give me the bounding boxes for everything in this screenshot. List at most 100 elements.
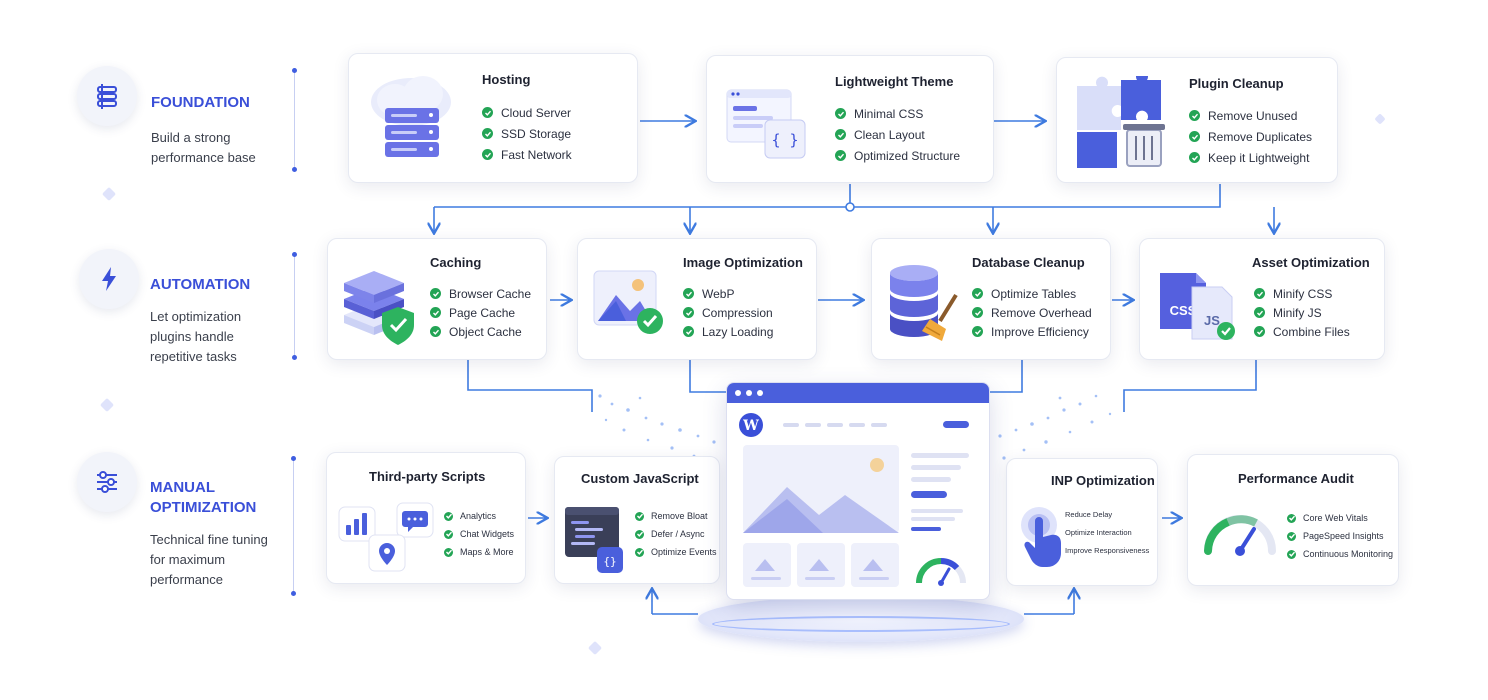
list-item-label: Chat Widgets (460, 529, 515, 539)
inp-optimization-title: INP Optimization (1051, 473, 1155, 488)
browser-titlebar (727, 383, 989, 403)
automation-desc-line: Let optimization (150, 309, 242, 324)
database-cleanup-card: Database Cleanup Optimize Tables Remove … (871, 238, 1111, 360)
automation-stage-icon (79, 249, 139, 309)
caching-card: Caching Browser Cache Page Cache Object … (327, 238, 547, 360)
list-item: Minify JS (1254, 303, 1350, 322)
list-item: Clean Layout (835, 124, 960, 145)
list-item-label: Reduce Delay (1065, 509, 1113, 519)
list-item: Remove Duplicates (1189, 126, 1312, 147)
list-item: Defer / Async (635, 525, 717, 543)
list-item: Optimize Events (635, 543, 717, 561)
check-icon (1254, 288, 1265, 299)
speed-gauge-icon (916, 558, 966, 586)
list-item-label: Continuous Monitoring (1303, 549, 1394, 559)
stack-shield-icon (344, 271, 414, 345)
inp-optimization-card: INP Optimization Reduce Delay Optimize I… (1006, 458, 1158, 586)
svg-text:CSS: CSS (1170, 303, 1197, 318)
foundation-desc: Build a strong performance base (151, 128, 256, 168)
custom-javascript-title: Custom JavaScript (581, 471, 699, 486)
check-icon (635, 511, 644, 521)
automation-desc-line: plugins handle (150, 329, 234, 344)
check-icon (1287, 549, 1296, 559)
foundation-stage-icon (77, 66, 137, 126)
list-item-label: Browser Cache (449, 286, 532, 301)
foundation-title: FOUNDATION (151, 94, 250, 111)
lightweight-theme-title: Lightweight Theme (835, 74, 954, 89)
check-icon (1189, 152, 1200, 163)
server-cloud-icon (371, 76, 451, 157)
list-item-label: Remove Duplicates (1208, 129, 1313, 144)
manual-divider (291, 456, 296, 596)
list-item-label: Optimize Tables (991, 286, 1077, 301)
check-icon (972, 307, 983, 318)
plugin-cleanup-card: Plugin Cleanup Remove Unused Remove Dupl… (1056, 57, 1338, 183)
list-item: WebP (683, 284, 773, 303)
layers-icon (97, 84, 117, 109)
list-item: Browser Cache (430, 284, 531, 303)
list-item: Maps & More (444, 543, 514, 561)
database-items: Optimize Tables Remove Overhead Improve … (972, 284, 1092, 341)
list-item-label: Analytics (460, 511, 497, 521)
list-item: Page Cache (430, 303, 531, 322)
image-optimization-title: Image Optimization (683, 255, 803, 270)
check-icon (430, 326, 441, 337)
list-item: Improve Efficiency (972, 322, 1092, 341)
check-icon (835, 108, 846, 119)
list-item: Minify CSS (1254, 284, 1350, 303)
check-icon (835, 129, 846, 140)
svg-text:{}: {} (603, 555, 616, 568)
third-party-items: Analytics Chat Widgets Maps & More (444, 507, 514, 561)
check-icon (444, 511, 453, 521)
list-item: Cloud Server (482, 102, 572, 123)
check-icon (1287, 513, 1296, 523)
manual-desc-line: Technical fine tuning (150, 532, 268, 547)
check-icon (482, 149, 493, 160)
list-item: Continuous Monitoring (1287, 545, 1393, 563)
automation-title: AUTOMATION (150, 276, 251, 293)
code-window-icon: { } (726, 89, 806, 159)
asset-optimization-title: Asset Optimization (1252, 255, 1370, 270)
list-item-label: Page Cache (449, 305, 516, 320)
list-item-label: WebP (702, 286, 735, 301)
list-item: Combine Files (1254, 322, 1350, 341)
custom-javascript-card: Custom JavaScript {} Remove Bloat Defer … (554, 456, 720, 584)
manual-desc: Technical fine tuning for maximum perfor… (150, 530, 268, 590)
hosting-items: Cloud Server SSD Storage Fast Network (482, 102, 572, 165)
website-preview: W (739, 413, 969, 587)
asset-optimization-card: CSS JS Asset Optimization Minify CSS Min… (1139, 238, 1385, 360)
gauge-icon (1204, 515, 1276, 556)
asset-items: Minify CSS Minify JS Combine Files (1254, 284, 1350, 341)
list-item-label: Cloud Server (501, 105, 572, 120)
list-item-label: Improve Responsiveness (1065, 545, 1150, 555)
check-icon (482, 128, 493, 139)
list-item-label: Minimal CSS (854, 106, 924, 121)
list-item: Optimize Interaction (1065, 523, 1149, 541)
list-item-label: Optimize Interaction (1065, 527, 1132, 537)
window-dot (757, 390, 763, 396)
automation-desc: Let optimization plugins handle repetiti… (150, 307, 241, 367)
list-item: Optimized Structure (835, 145, 960, 166)
check-icon (444, 529, 453, 539)
wordpress-logo-icon: W (742, 418, 759, 434)
manual-title-line: MANUAL (150, 479, 215, 496)
list-item-label: Improve Efficiency (991, 324, 1089, 339)
list-item-label: Defer / Async (651, 529, 705, 539)
foundation-desc-line: performance base (151, 150, 256, 165)
list-item-label: Compression (702, 305, 773, 320)
check-icon (1254, 326, 1265, 337)
check-icon (683, 288, 694, 299)
check-icon (972, 326, 983, 337)
list-item: PageSpeed Insights (1287, 527, 1393, 545)
tap-hand-icon (1021, 507, 1061, 567)
list-item-label: Remove Overhead (991, 305, 1092, 320)
check-icon (1189, 110, 1200, 121)
sliders-icon (97, 471, 117, 493)
lightweight-theme-card: { } Lightweight Theme Minimal CSS Clean … (706, 55, 994, 183)
image-items: WebP Compression Lazy Loading (683, 284, 773, 341)
list-item-label: Keep it Lightweight (1208, 150, 1310, 165)
check-icon (444, 547, 453, 557)
customjs-items: Remove Bloat Defer / Async Optimize Even… (635, 507, 717, 561)
